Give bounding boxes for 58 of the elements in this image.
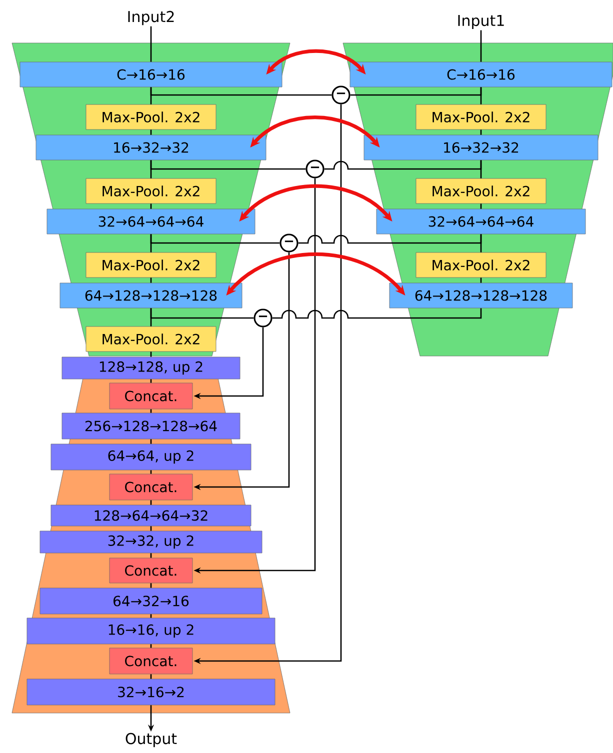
concat-block: Concat.	[109, 382, 193, 410]
pool-block: Max-Pool. 2x2	[86, 326, 216, 352]
decoder-block: 256→128→128→64	[62, 412, 240, 440]
connector	[480, 30, 482, 62]
decoder-block: 128→128, up 2	[62, 356, 240, 380]
connector	[480, 130, 482, 135]
concat-block: Concat.	[109, 558, 193, 584]
connector	[480, 278, 482, 283]
connector	[150, 352, 152, 357]
connector	[150, 160, 306, 170]
conv-block: 16→32→32	[364, 134, 598, 160]
conv-block: C→16→16	[20, 62, 282, 88]
connector	[150, 583, 152, 588]
connector	[150, 614, 152, 618]
connector	[150, 526, 152, 531]
connector	[150, 204, 152, 209]
connector	[150, 500, 152, 505]
conv-block: 64→128→128→128	[60, 282, 242, 308]
connector	[150, 439, 152, 444]
input-label: Input1	[458, 14, 504, 30]
connector	[150, 644, 152, 648]
concat-block: Concat.	[109, 648, 193, 674]
decoder-block: 64→32→16	[40, 588, 262, 614]
conv-block: 32→64→64→64	[376, 208, 586, 234]
output-label: Output	[126, 732, 177, 748]
concat-block: Concat.	[109, 474, 193, 500]
connector	[324, 160, 482, 170]
decoder-block: 128→64→64→32	[50, 504, 252, 526]
pool-block: Max-Pool. 2x2	[416, 178, 546, 204]
input-label: Input2	[128, 10, 174, 26]
conv-block: 16→32→32	[36, 134, 266, 160]
connector	[150, 308, 254, 319]
decoder-block: 16→16, up 2	[26, 618, 276, 644]
conv-block: 32→64→64→64	[46, 208, 256, 234]
connector	[150, 470, 152, 474]
connector	[272, 308, 482, 319]
connector	[350, 87, 482, 96]
conv-block: C→16→16	[350, 62, 612, 88]
pool-block: Max-Pool. 2x2	[86, 252, 216, 278]
connector	[150, 674, 152, 679]
pool-block: Max-Pool. 2x2	[416, 104, 546, 130]
pool-block: Max-Pool. 2x2	[86, 178, 216, 204]
connector	[150, 553, 152, 558]
pool-block: Max-Pool. 2x2	[86, 104, 216, 130]
decoder-block: 32→16→2	[26, 678, 276, 706]
connector	[150, 409, 152, 413]
connector	[298, 234, 482, 244]
connector	[150, 234, 280, 244]
connector	[150, 379, 152, 383]
connector	[150, 26, 152, 62]
connector	[480, 204, 482, 209]
decoder-block: 64→64, up 2	[50, 444, 252, 470]
decoder-block: 32→32, up 2	[40, 530, 262, 554]
connector	[150, 278, 152, 283]
conv-block: 64→128→128→128	[389, 282, 573, 308]
connector	[150, 130, 152, 135]
connector	[150, 87, 332, 96]
pool-block: Max-Pool. 2x2	[416, 252, 546, 278]
